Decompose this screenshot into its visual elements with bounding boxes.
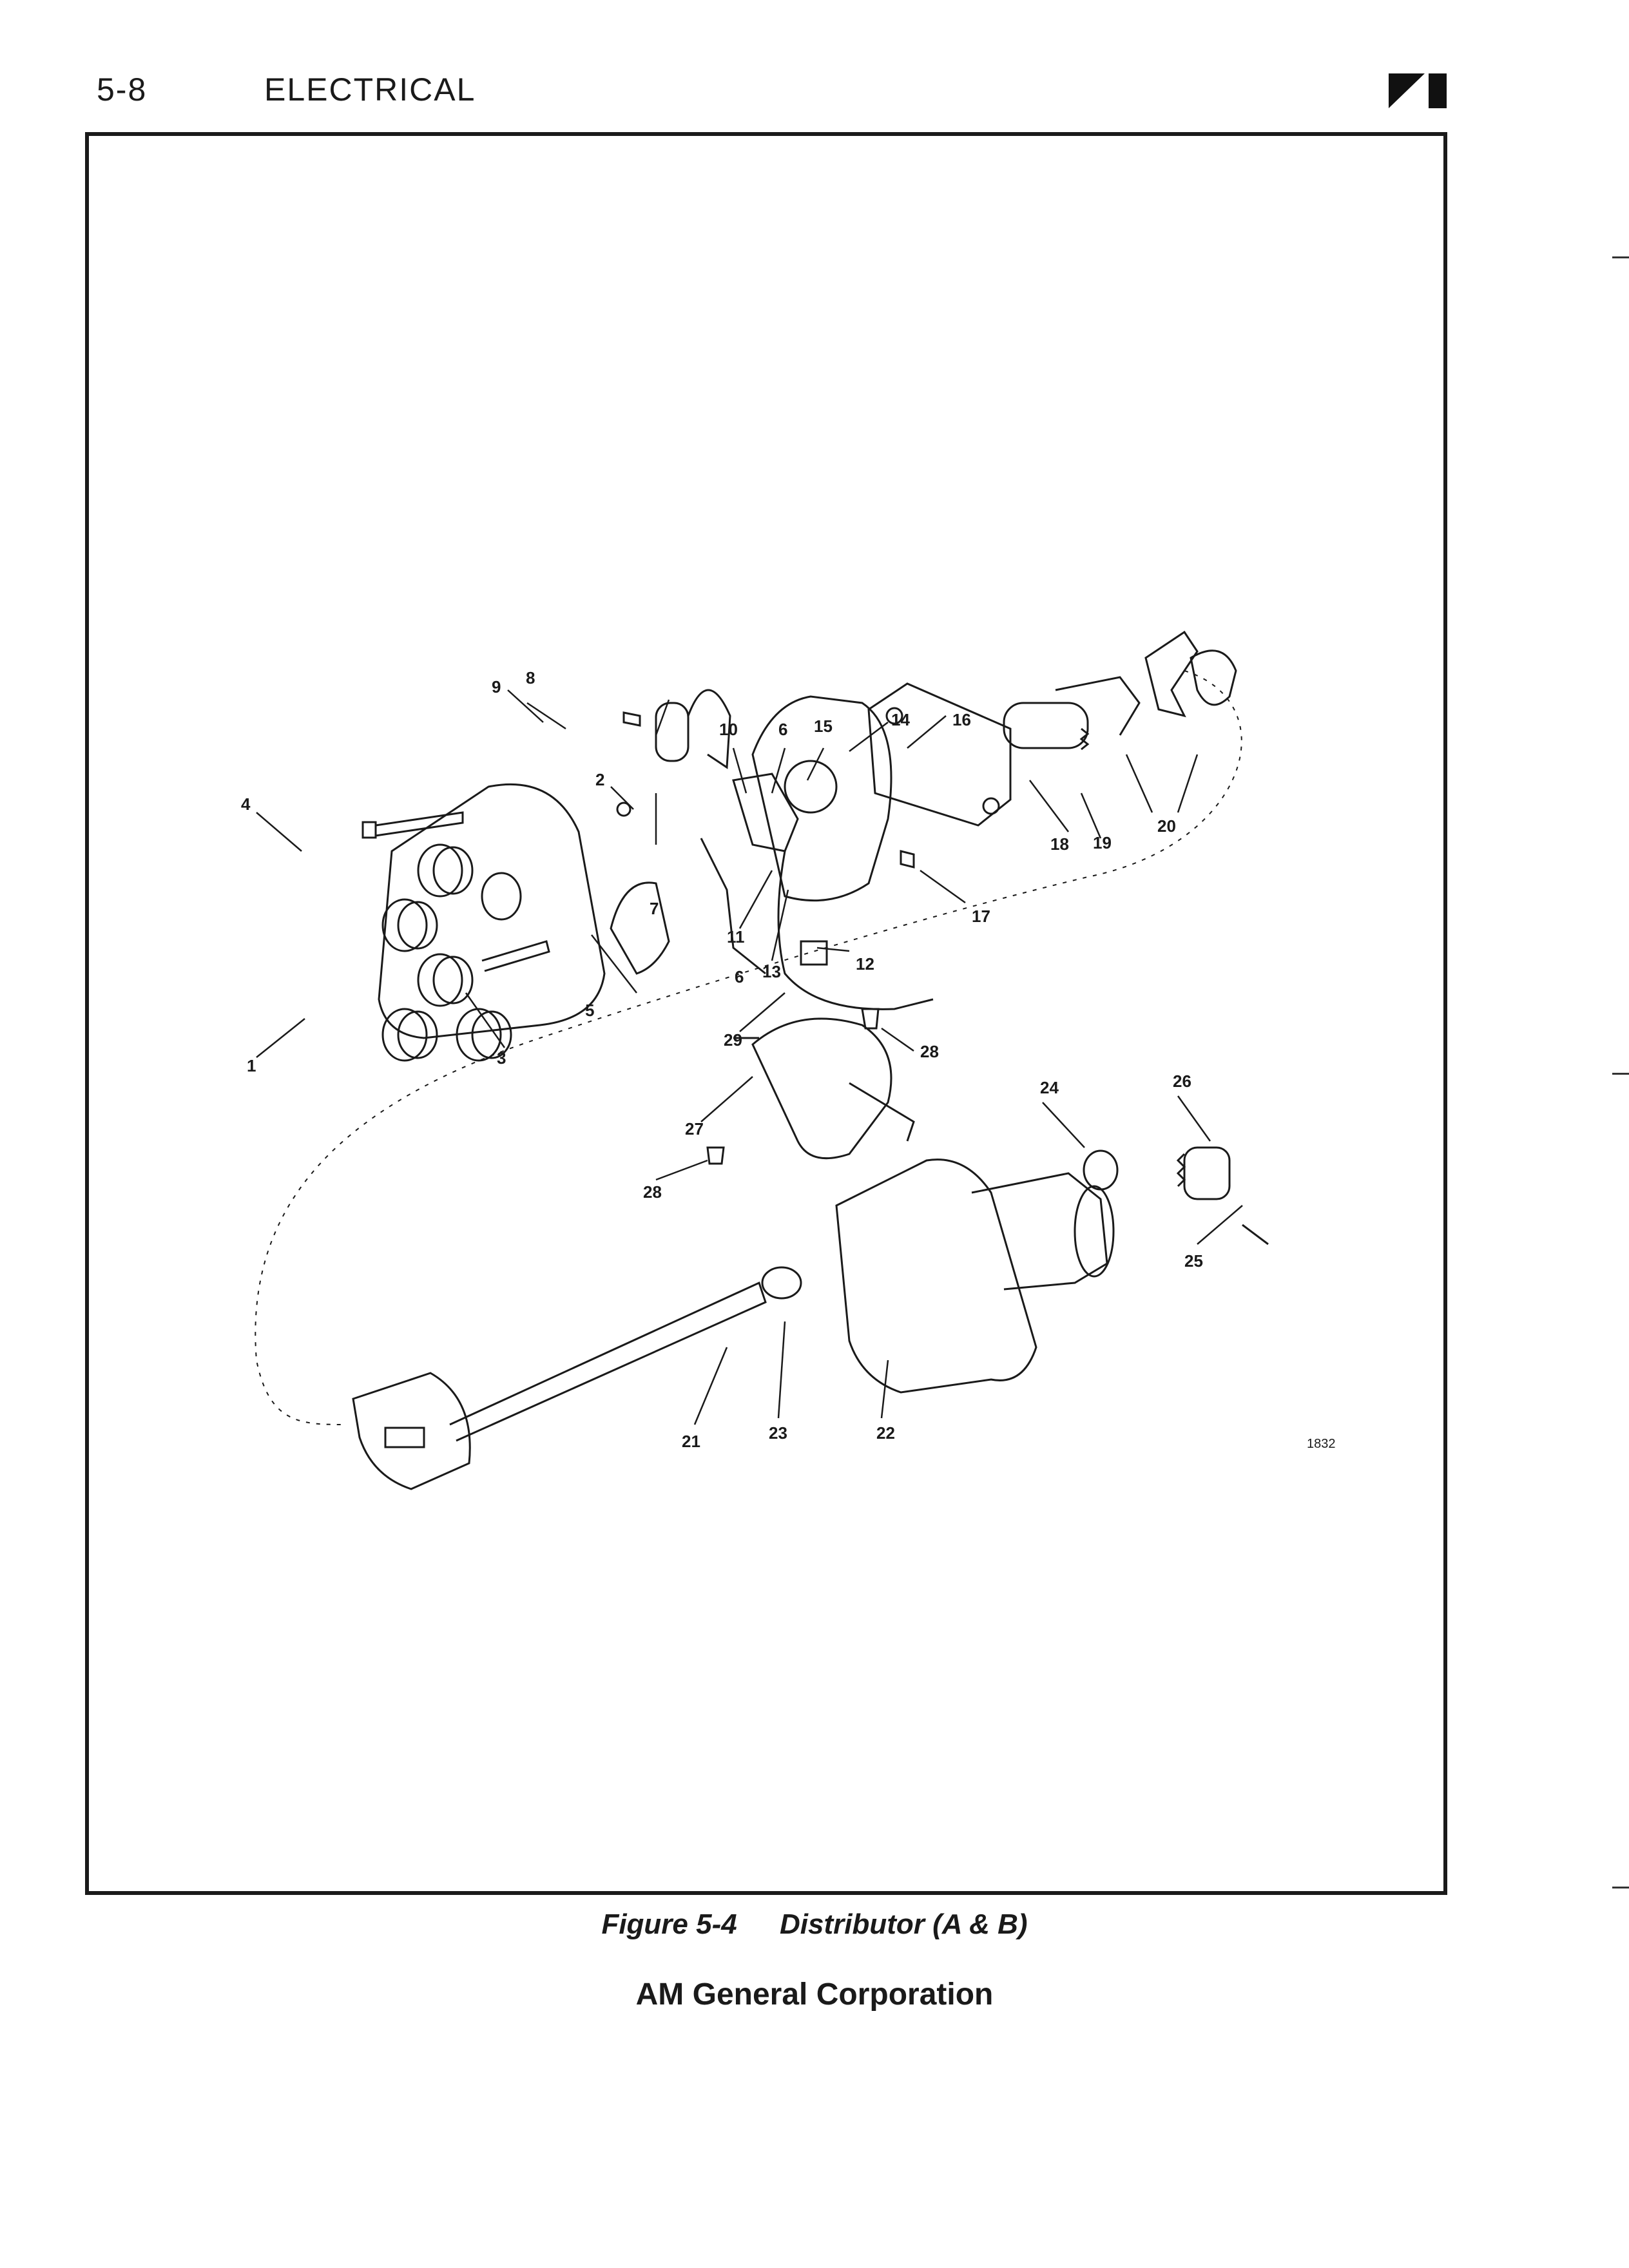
bracket (1190, 649, 1237, 706)
breaker-cover (867, 682, 1012, 827)
margin-tick (1612, 1073, 1629, 1075)
callout-19: 19 (1093, 833, 1112, 852)
callout-25: 25 (1184, 1251, 1203, 1271)
margin-tick (1612, 1887, 1629, 1888)
rotor (610, 881, 670, 975)
drive-gear (1176, 1146, 1231, 1200)
distributor-exploded-diagram: 1 2 3 4 5 6 6 7 8 9 10 11 12 13 14 15 16… (241, 630, 1336, 1490)
callout-10: 10 (719, 720, 738, 739)
pin (1242, 1224, 1269, 1245)
callout-28: 28 (920, 1042, 939, 1061)
vacuum-chamber (1003, 676, 1141, 749)
cover-screw (900, 850, 915, 869)
section-title: ELECTRICAL (264, 72, 476, 108)
condenser (655, 689, 731, 769)
callout-27: 27 (685, 1119, 704, 1139)
publisher-logo-icon (1389, 73, 1447, 108)
callout-23: 23 (769, 1423, 787, 1443)
callout-6b: 6 (778, 720, 787, 739)
page-number: 5-8 (97, 72, 148, 108)
distributor-shaft (352, 1281, 767, 1490)
callout-22: 22 (876, 1423, 895, 1443)
callout-8: 8 (526, 668, 535, 687)
washer (1083, 1149, 1119, 1191)
screw (361, 811, 464, 839)
callout-28b: 28 (643, 1182, 662, 1202)
vacuum-screw (706, 1146, 725, 1165)
callout-9: 9 (492, 677, 501, 697)
figure-reference-number: 1832 (1307, 1437, 1336, 1451)
callout-12: 12 (856, 954, 874, 974)
vacuum-advance (733, 1017, 915, 1160)
callout-4: 4 (241, 794, 251, 814)
callout-2: 2 (595, 770, 604, 789)
callout-16: 16 (952, 710, 971, 729)
callout-21: 21 (682, 1432, 700, 1451)
callout-1: 1 (247, 1056, 256, 1075)
callout-7: 7 (650, 899, 659, 918)
thrust-washer (761, 1266, 802, 1300)
callout-17: 17 (972, 907, 990, 926)
margin-tick (1612, 256, 1629, 258)
callout-24: 24 (1040, 1078, 1059, 1097)
figure-title: Distributor (A & B) (779, 1908, 1028, 1940)
callout-3: 3 (497, 1048, 506, 1068)
breaker-plate (751, 695, 892, 902)
figure-number: Figure 5-4 (601, 1908, 737, 1940)
callout-26: 26 (1173, 1072, 1191, 1091)
footer-company: AM General Corporation (635, 1977, 994, 2012)
primary-lead (777, 850, 934, 1010)
grommet (800, 940, 828, 966)
callout-15: 15 (814, 716, 833, 736)
distributor-housing (835, 1158, 1115, 1394)
condenser-screw (622, 711, 641, 727)
breaker-points (732, 773, 799, 852)
callout-5: 5 (585, 1001, 594, 1020)
bracket (1144, 630, 1199, 718)
callout-6: 6 (735, 967, 744, 986)
callout-11: 11 (727, 927, 745, 947)
callout-20: 20 (1157, 816, 1176, 836)
callout-14: 14 (891, 710, 910, 729)
distributor-cap (378, 783, 606, 1062)
callout-13: 13 (762, 962, 781, 981)
vacuum-screw (861, 1008, 880, 1030)
callout-18: 18 (1050, 834, 1069, 854)
breaker-points (700, 838, 766, 975)
figure-caption: Figure 5-4 Distributor (A & B) (0, 1908, 1629, 1941)
callout-29: 29 (724, 1030, 742, 1050)
figure-frame: 1 2 3 4 5 6 6 7 8 9 10 11 12 13 14 15 16… (85, 132, 1447, 1895)
cap-bolt (481, 940, 550, 972)
nut (616, 802, 631, 817)
spring (1079, 727, 1090, 751)
